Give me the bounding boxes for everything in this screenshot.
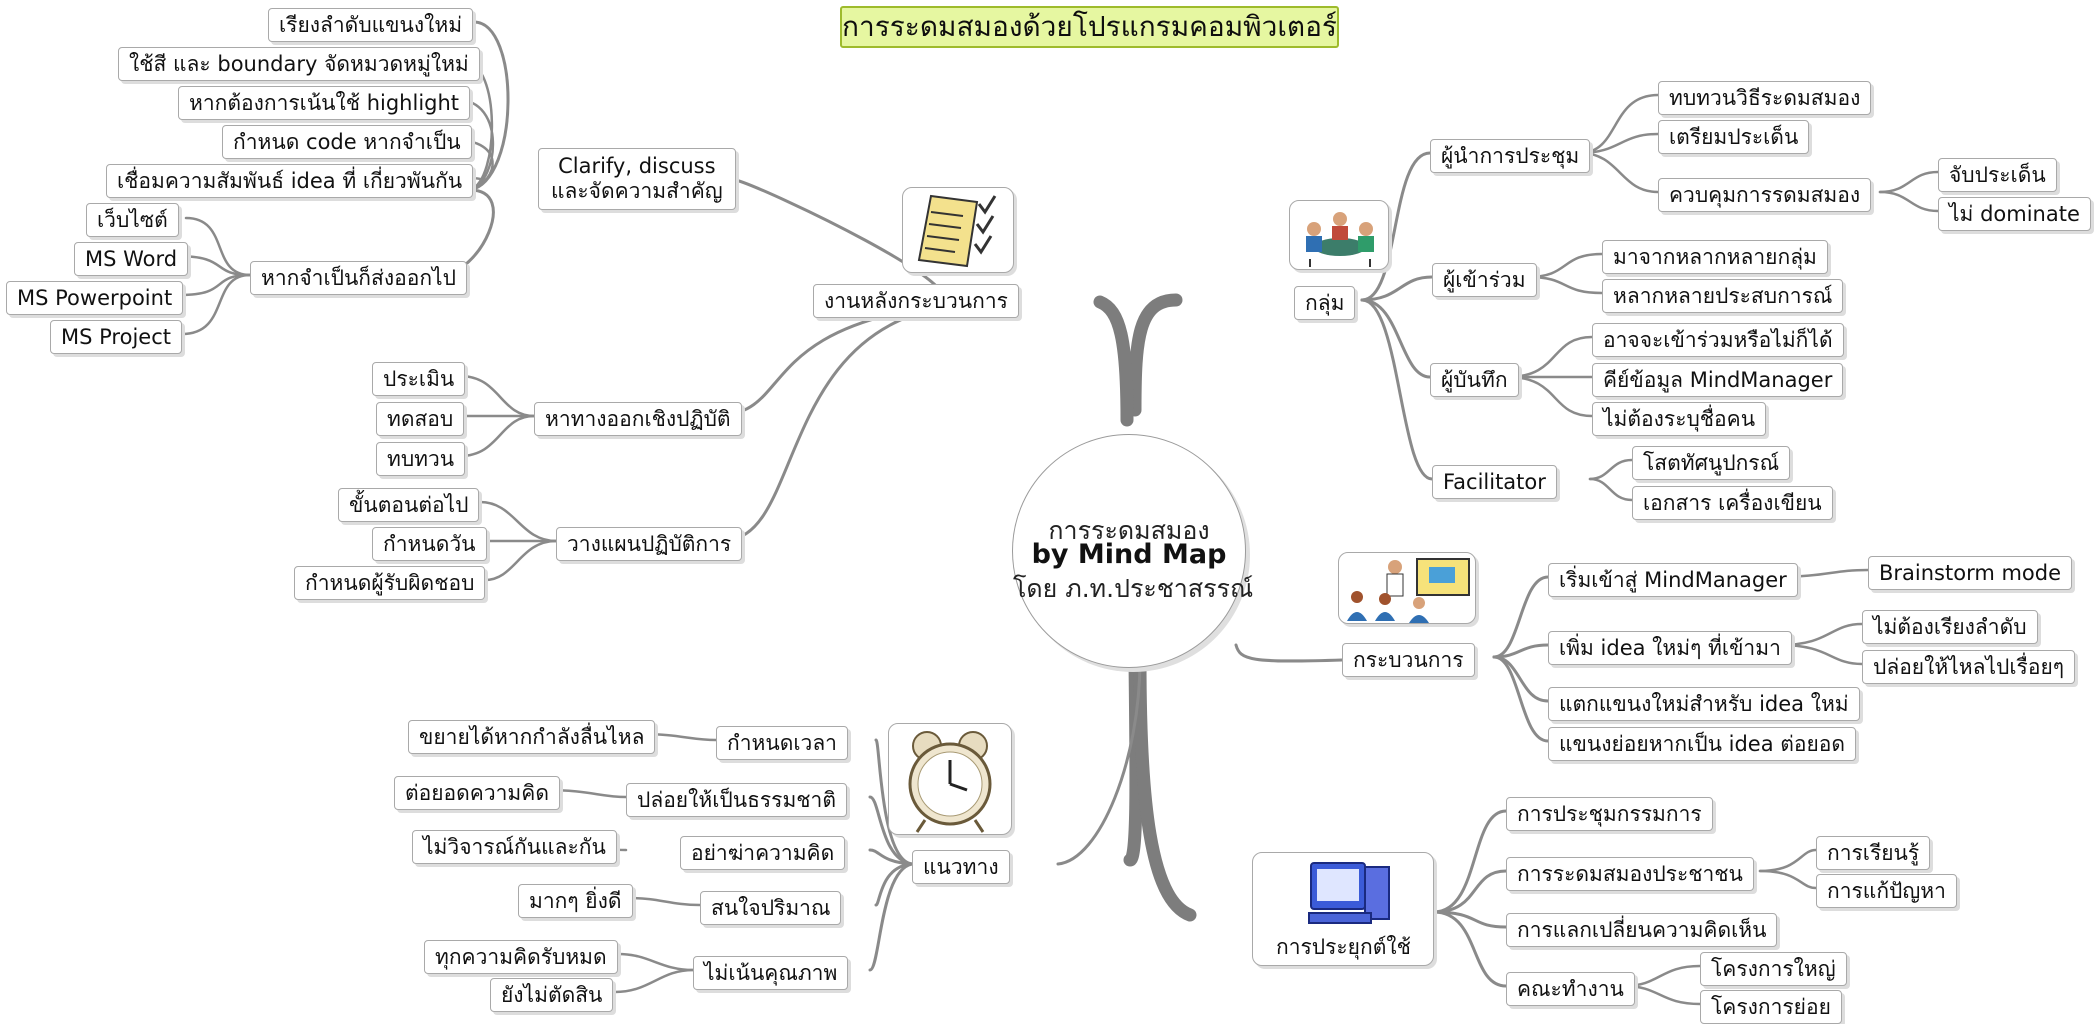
guide-item[interactable]: ปล่อยให้เป็นธรรมชาติ [626,783,847,817]
topic-clarify-line2: และจัดความสำคัญ [551,179,723,203]
topic-clarify-line1: Clarify, discuss [558,154,716,178]
topic-process[interactable]: กระบวนการ [1342,643,1475,677]
map-title: การระดมสมองด้วยโปรแกรมคอมพิวเตอร์ [840,6,1339,48]
central-topic-line3: โดย ภ.ท.ประชาสรรณ์ [1013,574,1254,603]
guide-sub-item[interactable]: มากๆ ยิ่งดี [518,884,633,918]
guide-item[interactable]: อย่าฆ่าความคิด [680,836,846,870]
group-sub-item[interactable]: โสตทัศนูปกรณ์ [1632,446,1791,480]
guide-sub-item[interactable]: ยังไม่ตัดสิน [490,978,614,1012]
meeting-group-icon [1306,212,1374,267]
plan-item[interactable]: กำหนดผู้รับผิดชอบ [294,566,486,600]
topic-application[interactable]: การประยุกต์ใช้ [1276,935,1411,959]
group-sub-item[interactable]: เอกสาร เครื่องเขียน [1632,486,1833,520]
clarify-item[interactable]: เชื่อมความสัมพันธ์ idea ที่ เกี่ยวพันกัน [106,164,474,198]
group-item[interactable]: Facilitator [1432,465,1557,499]
action-item[interactable]: ประเมิน [372,362,466,396]
guide-sub-item[interactable]: ทุกความคิดรับหมด [424,940,618,974]
apply-sub-item[interactable]: การแก้ปัญหา [1816,874,1957,908]
process-sub-item[interactable]: ไม่ต้องเรียงลำดับ [1862,610,2038,644]
topic-group[interactable]: กลุ่ม [1294,286,1356,320]
guide-item[interactable]: กำหนดเวลา [716,726,848,760]
process-sub-item[interactable]: ปล่อยให้ไหลไปเรื่อยๆ [1862,650,2076,684]
export-item[interactable]: MS Word [74,242,189,276]
process-item[interactable]: แตกแขนงใหม่สำหรับ idea ใหม่ [1548,687,1860,721]
group-sub-item[interactable]: ไม่ต้องระบุชื่อคน [1592,402,1767,436]
plan-item[interactable]: กำหนดวัน [372,527,487,561]
group-sub-item[interactable]: ควบคุมการรดมสมอง [1658,178,1872,212]
process-item[interactable]: แขนงย่อยหากเป็น idea ต่อยอด [1548,727,1857,761]
topic-guideline[interactable]: แนวทาง [912,850,1010,884]
group-sub-item[interactable]: ทบทวนวิธีระดมสมอง [1658,81,1872,115]
group-subsub-item[interactable]: จับประเด็น [1938,158,2057,192]
group-subsub-item[interactable]: ไม่ dominate [1938,197,2091,231]
apply-branch-image[interactable]: การประยุกต์ใช้ [1252,852,1434,966]
export-item[interactable]: MS Project [50,320,182,354]
central-topic[interactable]: การระดมสมอง by Mind Map โดย ภ.ท.ประชาสรร… [1012,434,1254,668]
guide-sub-item[interactable]: ขยายได้หากกำลังลื่นไหล [408,720,656,754]
clarify-item[interactable]: ใช้สี และ boundary จัดหมวดหมู่ใหม่ [118,47,480,81]
group-sub-item[interactable]: เตรียมประเด็น [1658,120,1810,154]
process-item[interactable]: เริ่มเข้าสู่ MindManager [1548,563,1798,597]
apply-item[interactable]: คณะทำงาน [1506,972,1635,1006]
apply-item[interactable]: การประชุมกรรมการ [1506,797,1713,831]
clarify-item[interactable]: หากต้องการเน้นใช้ highlight [178,86,471,120]
group-sub-item[interactable]: มาจากหลากหลายกลุ่ม [1602,240,1828,274]
group-sub-item[interactable]: คีย์ข้อมูล MindManager [1592,363,1844,397]
export-item[interactable]: MS Powerpoint [6,281,184,315]
clarify-item[interactable]: กำหนด code หากจำเป็น [222,125,472,159]
topic-action-plan[interactable]: วางแผนปฏิบัติการ [556,527,743,561]
topic-clarify[interactable]: Clarify, discuss และจัดความสำคัญ [538,148,736,210]
group-item[interactable]: ผู้เข้าร่วม [1432,263,1537,297]
guide-item[interactable]: สนใจปริมาณ [700,891,842,925]
guide-sub-item[interactable]: ไม่วิจารณ์กันและกัน [412,830,617,864]
process-branch-image [1338,552,1476,624]
export-item[interactable]: เว็บไซต์ [86,203,179,237]
group-sub-item[interactable]: หลากหลายประสบการณ์ [1602,279,1844,313]
action-item[interactable]: ทบทวน [376,442,466,476]
plan-item[interactable]: ขั้นตอนต่อไป [338,488,480,522]
process-sub-item[interactable]: Brainstorm mode [1868,556,2073,590]
apply-item[interactable]: การแลกเปลี่ยนความคิดเห็น [1506,913,1778,947]
after-branch-image [902,187,1014,273]
checklist-note-icon [917,194,997,268]
group-branch-image [1289,200,1389,270]
apply-sub-item[interactable]: โครงการย่อย [1700,990,1842,1024]
group-sub-item[interactable]: อาจจะเข้าร่วมหรือไม่ก็ได้ [1592,323,1844,357]
computer-icon [1308,862,1390,924]
guide-sub-item[interactable]: ต่อยอดความคิด [394,776,560,810]
clarify-item[interactable]: เรียงลำดับแขนงใหม่ [268,8,474,42]
apply-item[interactable]: การระดมสมองประชาชน [1506,857,1754,891]
apply-sub-item[interactable]: โครงการใหญ่ [1700,952,1847,986]
topic-export[interactable]: หากจำเป็นก็ส่งออกไป [250,261,467,295]
apply-sub-item[interactable]: การเรียนรู้ [1816,836,1931,870]
central-topic-line2: by Mind Map [1031,539,1227,570]
group-item[interactable]: ผู้นำการประชุม [1430,139,1591,173]
topic-practical-solution[interactable]: หาทางออกเชิงปฏิบัติ [534,402,742,436]
alarm-clock-icon [908,731,992,833]
action-item[interactable]: ทดสอบ [376,402,465,436]
process-item[interactable]: เพิ่ม idea ใหม่ๆ ที่เข้ามา [1548,631,1792,665]
guide-item[interactable]: ไม่เน้นคุณภาพ [693,956,849,990]
central-topic-line1: การระดมสมอง [1048,516,1210,545]
guide-branch-image [888,723,1012,835]
topic-after-process[interactable]: งานหลังกระบวนการ [813,284,1019,318]
presenter-audience-icon [1347,558,1470,623]
group-item[interactable]: ผู้บันทึก [1430,363,1519,397]
